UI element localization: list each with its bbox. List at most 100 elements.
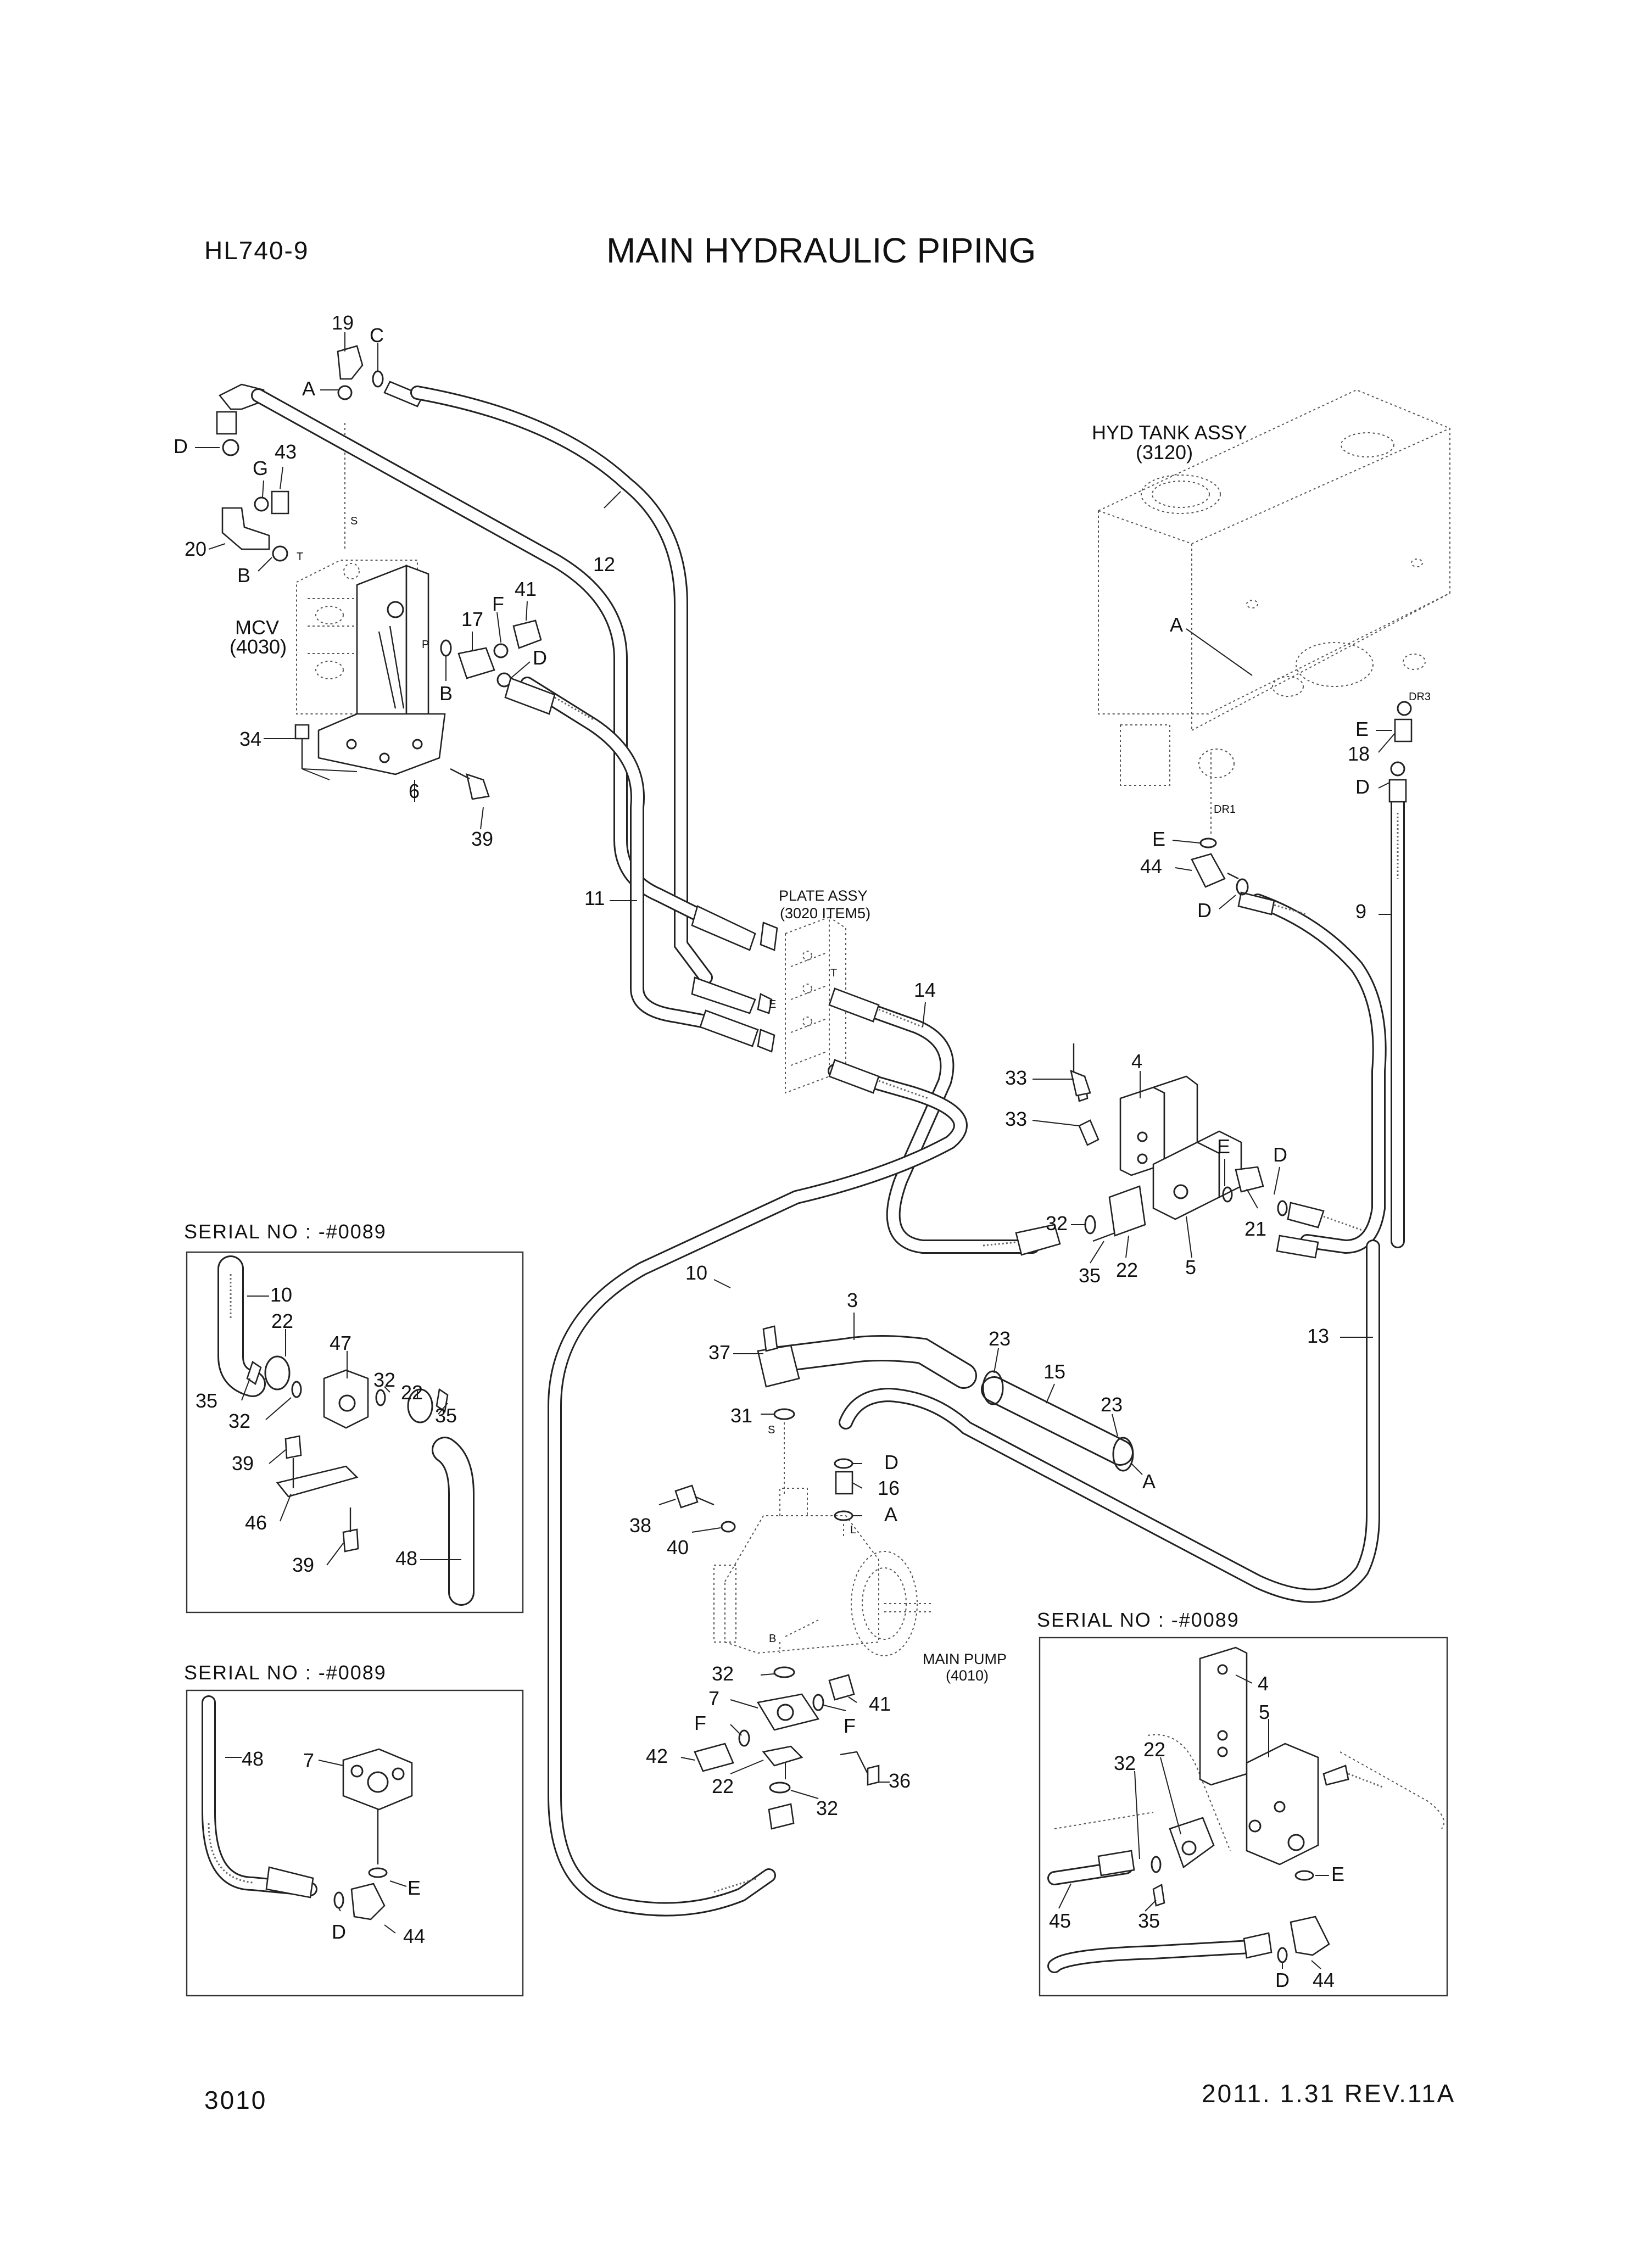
callout-38: 38 xyxy=(629,1514,651,1537)
port-dr1: DR1 xyxy=(1214,803,1236,816)
inset1-32a: 32 xyxy=(373,1369,395,1391)
hose-14 xyxy=(828,987,1061,1256)
callout-A-top: A xyxy=(302,377,315,400)
callout-D-mcv: D xyxy=(533,646,547,669)
inset-serial-3 xyxy=(1039,1637,1448,1997)
callout-E-block: E xyxy=(1217,1135,1230,1158)
callout-15: 15 xyxy=(1043,1360,1065,1383)
hose-ends-11-8-12 xyxy=(504,677,778,1053)
pipe-fittings-23 xyxy=(733,1325,1143,1475)
inset3-D: D xyxy=(1275,1969,1290,1991)
plate-ref: (3020 ITEM5) xyxy=(780,905,870,922)
callout-17: 17 xyxy=(461,608,483,630)
callout-35-block: 35 xyxy=(1079,1264,1101,1287)
plate-label: PLATE ASSY xyxy=(779,887,868,904)
inset3-45: 45 xyxy=(1049,1909,1071,1932)
port-l-pump: L xyxy=(850,1524,856,1536)
callout-33-mid: 33 xyxy=(1005,1108,1027,1130)
inset-serial-2 xyxy=(186,1689,524,1997)
hose-13 xyxy=(839,1239,1380,1603)
callout-12: 12 xyxy=(593,553,615,576)
pump-ref: (4010) xyxy=(946,1667,989,1684)
callout-36: 36 xyxy=(889,1769,911,1792)
callout-F-pump-right: F xyxy=(844,1715,856,1737)
callout-G: G xyxy=(253,457,268,479)
tank-fittings xyxy=(1172,701,1413,909)
pump-fittings xyxy=(674,1408,880,1830)
callout-41-pump: 41 xyxy=(869,1693,891,1715)
model-number: HL740-9 xyxy=(204,236,309,265)
callout-5: 5 xyxy=(1185,1256,1196,1278)
inset2-48: 48 xyxy=(242,1747,264,1770)
callout-D-pump: D xyxy=(884,1451,898,1473)
inset1-46: 46 xyxy=(245,1511,267,1534)
inset2-44: 44 xyxy=(403,1925,425,1947)
callout-21: 21 xyxy=(1244,1218,1266,1240)
inset3-E: E xyxy=(1331,1863,1344,1885)
callout-32-lower: 32 xyxy=(816,1797,838,1819)
inset1-48: 48 xyxy=(395,1547,417,1570)
leader-A-tank xyxy=(1186,628,1253,676)
callout-4: 4 xyxy=(1131,1050,1142,1073)
mcv-bracket xyxy=(317,565,446,775)
pump-label: MAIN PUMP xyxy=(923,1651,1007,1667)
inset1-22b: 22 xyxy=(401,1381,423,1404)
callout-32-block: 32 xyxy=(1046,1212,1068,1235)
leader-14 xyxy=(922,1002,926,1028)
callout-32-pump: 32 xyxy=(712,1662,734,1685)
inset3-44: 44 xyxy=(1313,1969,1335,1991)
callout-F-mcv: F xyxy=(492,593,504,615)
callout-19: 19 xyxy=(332,311,354,334)
hyd-tank-outline xyxy=(1098,389,1450,786)
inset1-35b: 35 xyxy=(435,1404,457,1427)
callout-40: 40 xyxy=(667,1536,689,1559)
callout-22-pump: 22 xyxy=(712,1775,734,1797)
callout-41-mcv: 41 xyxy=(515,578,537,600)
hose-8 xyxy=(410,386,713,985)
callout-9: 9 xyxy=(1355,900,1366,923)
mcv-label: MCV xyxy=(235,616,279,639)
port-t-mcv: T xyxy=(297,551,303,563)
callout-D-tank: D xyxy=(1355,775,1370,798)
callout-23-left: 23 xyxy=(989,1327,1011,1350)
callout-10: 10 xyxy=(685,1261,707,1284)
page-number: 3010 xyxy=(204,2086,267,2114)
port-e-plate: E xyxy=(769,998,776,1010)
inset3-4: 4 xyxy=(1258,1672,1269,1695)
inset1-serial: SERIAL NO : -#0089 xyxy=(184,1220,387,1243)
hose-10 xyxy=(548,1059,968,1917)
inset3-35: 35 xyxy=(1138,1909,1160,1932)
callout-7: 7 xyxy=(708,1687,719,1710)
callout-16: 16 xyxy=(878,1477,900,1499)
inset1-35a: 35 xyxy=(196,1389,217,1412)
port-dr3: DR3 xyxy=(1409,691,1431,703)
inset3-22: 22 xyxy=(1143,1738,1165,1761)
callout-14: 14 xyxy=(914,979,936,1001)
pipe-3 xyxy=(757,1335,977,1389)
inset2-D: D xyxy=(332,1920,346,1943)
callout-11: 11 xyxy=(584,887,605,909)
revision-date: 2011. 1.31 REV.11A xyxy=(1202,2079,1455,2108)
leader-10 xyxy=(713,1279,731,1288)
hyd-tank-label: HYD TANK ASSY xyxy=(1092,421,1247,444)
valve-block-assembly xyxy=(1070,1043,1363,1242)
inset-serial-1 xyxy=(186,1251,524,1613)
inset3-5: 5 xyxy=(1259,1701,1270,1723)
port-t-plate: T xyxy=(830,967,837,979)
callout-22-block: 22 xyxy=(1116,1259,1138,1281)
port-s-pump: S xyxy=(768,1424,775,1436)
inset2-7: 7 xyxy=(303,1749,314,1772)
port-p-mcv: P xyxy=(422,639,429,651)
callout-D-dr1: D xyxy=(1197,899,1212,922)
mcv-fittings xyxy=(216,345,542,800)
page-title: MAIN HYDRAULIC PIPING xyxy=(606,231,1036,270)
callout-33-top: 33 xyxy=(1005,1067,1027,1089)
main-pump-outline xyxy=(713,1488,934,1656)
callout-A-pipe15: A xyxy=(1142,1470,1156,1493)
hyd-tank-ref: (3120) xyxy=(1136,441,1193,464)
callout-D-block: D xyxy=(1273,1143,1287,1166)
callout-42: 42 xyxy=(646,1745,668,1767)
inset3-serial: SERIAL NO : -#0089 xyxy=(1037,1609,1240,1631)
